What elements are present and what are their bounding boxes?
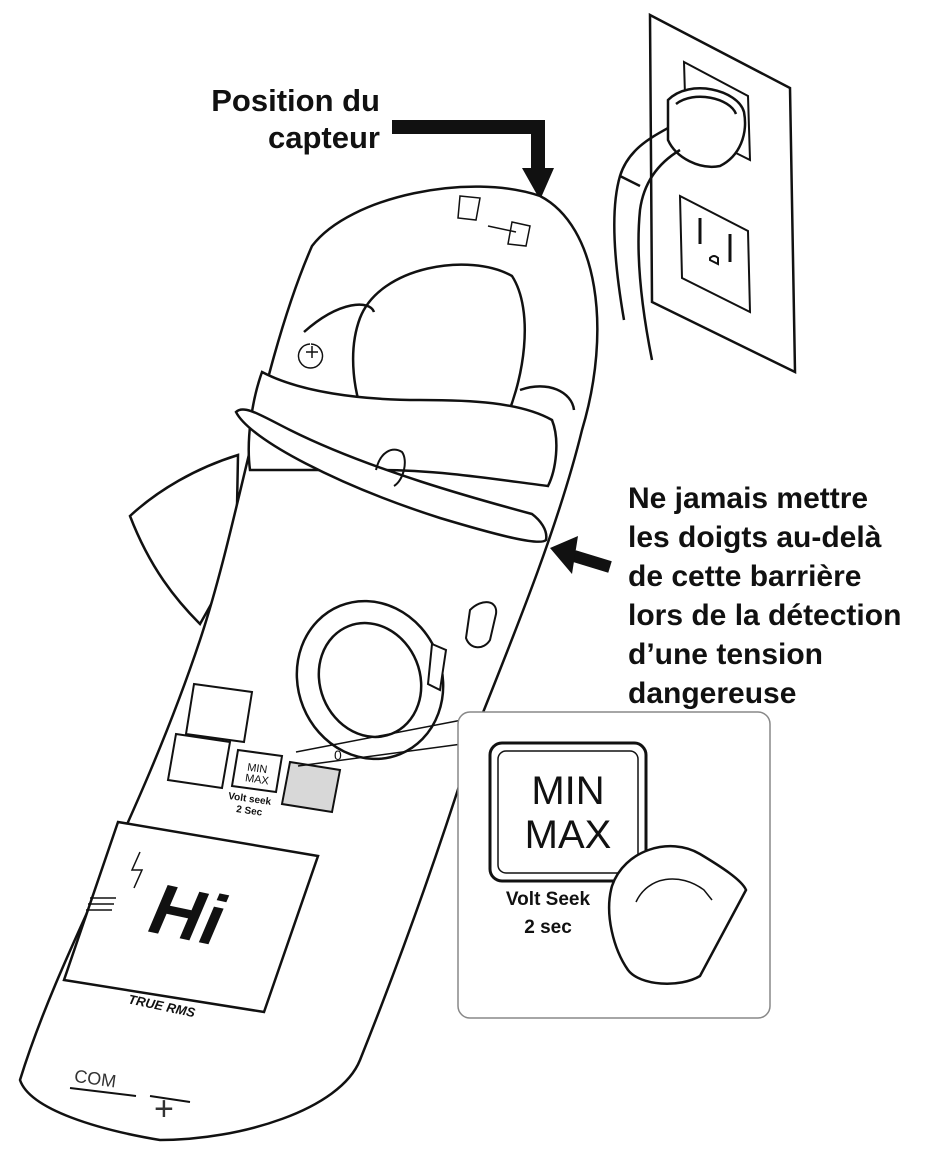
button-left[interactable] — [166, 732, 232, 790]
warning-line: d’une tension — [628, 638, 823, 671]
meter-max-label: MAX — [244, 772, 270, 787]
zoom-min-max-button[interactable] — [488, 741, 648, 883]
jaw-markers — [297, 195, 531, 369]
zoom-callout: MIN MAX Volt Seek 2 sec — [457, 711, 771, 1019]
zoom-max-label: MAX — [525, 813, 612, 857]
finger — [607, 845, 748, 985]
meter-min-label: MIN — [246, 762, 268, 777]
high-voltage-icon — [130, 851, 144, 889]
warning-line: lors de la détection — [628, 599, 902, 632]
warning-line: Ne jamais mettre — [628, 482, 869, 515]
zoom-leader-lines — [295, 719, 463, 767]
trigger-lever — [128, 453, 240, 627]
hatched-button[interactable] — [280, 760, 342, 814]
jack-plus-label: + — [154, 1090, 174, 1128]
dial-zero: 0 — [334, 747, 342, 763]
lcd-display — [62, 820, 320, 1014]
zoom-caption-line2: 2 sec — [524, 917, 572, 938]
min-max-button[interactable] — [230, 748, 284, 794]
sensor-position-label: Position du capteur — [211, 83, 380, 155]
zoom-min-label: MIN — [531, 769, 604, 813]
meter-caption-line2: 2 Sec — [235, 804, 263, 819]
zoom-caption-line1: Volt Seek — [506, 889, 591, 910]
meter-body — [18, 185, 599, 1142]
finger-warning-label: Ne jamais mettre les doigts au-delà de c… — [628, 479, 933, 713]
sensor-arrow — [392, 120, 554, 200]
wall-outlet — [648, 12, 797, 375]
warning-line: de cette barrière — [628, 560, 862, 593]
finger-barrier — [234, 408, 548, 543]
battery-icon — [86, 897, 116, 911]
barrier-arrow — [550, 536, 612, 574]
warning-line: les doigts au-delà — [628, 521, 882, 554]
button-top[interactable] — [184, 682, 254, 744]
warning-line: dangereuse — [628, 677, 797, 710]
power-plug — [612, 87, 747, 361]
